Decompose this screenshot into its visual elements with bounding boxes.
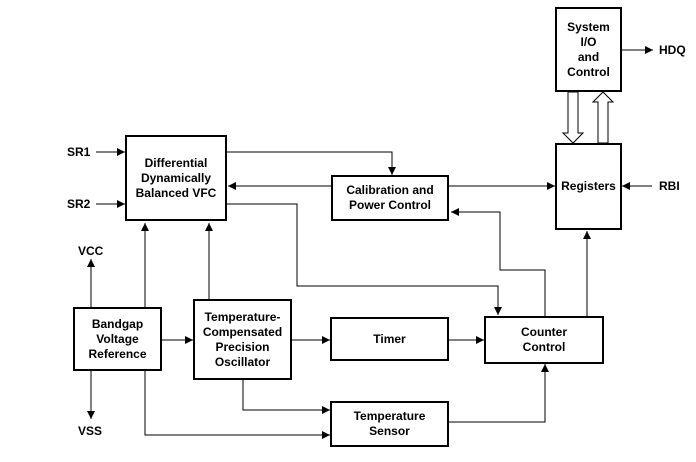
registers-block: Registers bbox=[555, 143, 622, 230]
bus-arrow-down bbox=[561, 91, 585, 144]
counter-to-cal-line bbox=[451, 208, 546, 316]
timer-block: Timer bbox=[330, 317, 449, 361]
temperature-compensated-oscillator-block: Temperature- Compensated Precision Oscil… bbox=[193, 299, 292, 380]
calibration-power-control-block: Calibration and Power Control bbox=[331, 175, 449, 221]
osc-to-sensor-line bbox=[242, 380, 330, 414]
bus-arrow-up bbox=[591, 91, 615, 144]
pin-label-vss: VSS bbox=[78, 424, 103, 438]
vfc-to-cal-line bbox=[227, 151, 396, 175]
pin-label-hdq: HDQ bbox=[659, 43, 686, 57]
vfc-to-counter-line bbox=[227, 203, 502, 315]
counter-control-block: Counter Control bbox=[484, 316, 604, 364]
pin-label-rbi: RBI bbox=[659, 179, 680, 193]
bandgap-to-sensor-line bbox=[144, 371, 330, 439]
differential-vfc-block: Differential Dynamically Balanced VFC bbox=[125, 135, 227, 221]
pin-label-sr1: SR1 bbox=[67, 145, 91, 159]
pin-label-vcc: VCC bbox=[78, 244, 104, 258]
pin-label-sr2: SR2 bbox=[67, 197, 91, 211]
temperature-sensor-block: Temperature Sensor bbox=[330, 401, 449, 447]
bandgap-voltage-reference-block: Bandgap Voltage Reference bbox=[73, 307, 162, 371]
sensor-to-counter-line bbox=[449, 364, 549, 423]
system-io-control-block: System I/O and Control bbox=[555, 7, 622, 92]
